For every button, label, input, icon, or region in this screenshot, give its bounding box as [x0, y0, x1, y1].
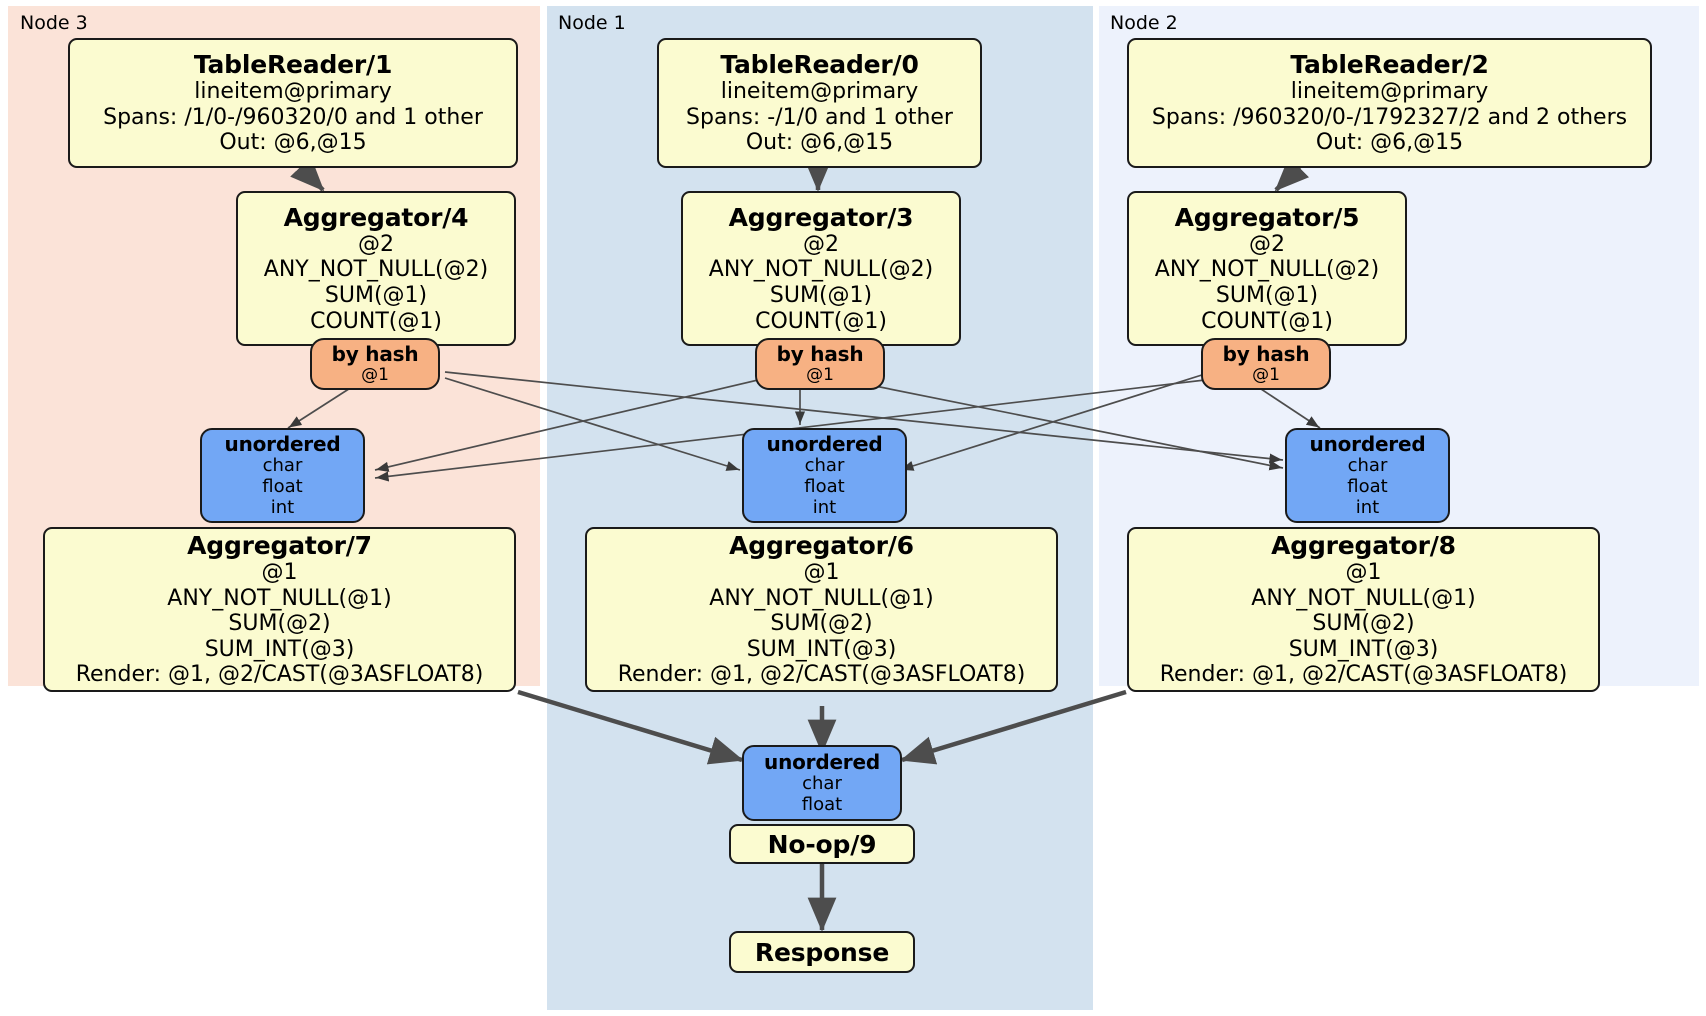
processor-detail-line: SUM_INT(@3)	[1288, 636, 1439, 662]
processor-detail-line: SUM(@1)	[324, 283, 428, 308]
processor-aggregator-4[interactable]: Aggregator/4 @2 ANY_NOT_NULL(@2) SUM(@1)…	[236, 191, 516, 346]
synchronizer-type: float	[804, 475, 845, 497]
synchronizer-type: float	[262, 475, 303, 497]
processor-detail-line: Spans: -/1/0 and 1 other	[686, 104, 953, 130]
processor-detail-line: @1	[803, 560, 840, 586]
synchronizer-type: int	[270, 496, 295, 518]
router-detail-line: @1	[361, 364, 389, 385]
synchronizer-unordered-final[interactable]: unordered char float	[742, 745, 902, 821]
node-region-label-node2: Node 2	[1110, 12, 1178, 34]
processor-detail-line: COUNT(@1)	[755, 308, 887, 334]
processor-aggregator-6[interactable]: Aggregator/6 @1 ANY_NOT_NULL(@1) SUM(@2)…	[585, 527, 1058, 692]
processor-render-line: Render: @1, @2/CAST(@3ASFLOAT8)	[617, 662, 1026, 688]
processor-detail-line: @1	[1345, 560, 1382, 586]
processor-aggregator-8[interactable]: Aggregator/8 @1 ANY_NOT_NULL(@1) SUM(@2)…	[1127, 527, 1600, 692]
processor-detail-line: COUNT(@1)	[310, 308, 442, 334]
synchronizer-type: char	[804, 454, 845, 476]
synchronizer-type: char	[262, 454, 303, 476]
processor-detail-line: ANY_NOT_NULL(@2)	[708, 257, 934, 283]
processor-detail-line: ANY_NOT_NULL(@1)	[1251, 585, 1476, 611]
processor-title: Aggregator/7	[187, 531, 372, 561]
processor-noop-9[interactable]: No-op/9	[729, 824, 915, 864]
processor-aggregator-7[interactable]: Aggregator/7 @1 ANY_NOT_NULL(@1) SUM(@2)…	[43, 527, 516, 692]
processor-tablereader-1[interactable]: TableReader/1 lineitem@primary Spans: /1…	[68, 38, 518, 168]
synchronizer-type: int	[1355, 496, 1380, 518]
processor-detail-line: lineitem@primary	[194, 79, 392, 105]
processor-render-line: Render: @1, @2/CAST(@3ASFLOAT8)	[1159, 662, 1568, 688]
router-detail-line: @1	[806, 364, 834, 385]
processor-title: No-op/9	[767, 829, 877, 859]
processor-detail-line: lineitem@primary	[1290, 79, 1489, 105]
processor-title: TableReader/2	[1290, 50, 1489, 80]
synchronizer-unordered-node3[interactable]: unordered char float int	[200, 428, 365, 523]
processor-detail-line: SUM(@2)	[228, 611, 331, 637]
router-title: by hash	[331, 341, 419, 366]
processor-title: Aggregator/4	[283, 202, 469, 232]
synchronizer-title: unordered	[764, 749, 880, 774]
router-title: by hash	[1222, 341, 1310, 366]
response-title: Response	[754, 937, 890, 967]
synchronizer-type: char	[802, 772, 842, 794]
processor-tablereader-0[interactable]: TableReader/0 lineitem@primary Spans: -/…	[657, 38, 982, 168]
router-detail-line: @1	[1252, 364, 1280, 385]
processor-detail-line: ANY_NOT_NULL(@1)	[709, 585, 934, 611]
processor-detail-line: SUM_INT(@3)	[746, 636, 897, 662]
synchronizer-type: int	[812, 496, 837, 518]
processor-aggregator-3[interactable]: Aggregator/3 @2 ANY_NOT_NULL(@2) SUM(@1)…	[681, 191, 961, 346]
node-region-label-node1: Node 1	[558, 12, 626, 34]
processor-detail-line: Spans: /1/0-/960320/0 and 1 other	[103, 104, 483, 130]
node-region-label-node3: Node 3	[20, 12, 88, 34]
processor-title: Aggregator/6	[729, 531, 914, 561]
processor-detail-line: ANY_NOT_NULL(@2)	[263, 257, 489, 283]
processor-detail-line: COUNT(@1)	[1201, 308, 1333, 334]
processor-title: TableReader/1	[193, 50, 393, 80]
synchronizer-type: char	[1347, 454, 1388, 476]
processor-detail-line: ANY_NOT_NULL(@1)	[167, 585, 392, 611]
processor-tablereader-2[interactable]: TableReader/2 lineitem@primary Spans: /9…	[1127, 38, 1652, 168]
synchronizer-type: float	[801, 793, 843, 815]
router-title: by hash	[776, 341, 864, 366]
processor-title: TableReader/0	[720, 50, 919, 80]
response-node[interactable]: Response	[729, 931, 915, 973]
router-by-hash-node1[interactable]: by hash @1	[755, 338, 885, 390]
synchronizer-unordered-node1[interactable]: unordered char float int	[742, 428, 907, 523]
processor-detail-line: @2	[803, 231, 839, 257]
processor-detail-line: ANY_NOT_NULL(@2)	[1154, 257, 1380, 283]
processor-detail-line: SUM(@1)	[769, 283, 873, 308]
processor-detail-line: SUM(@1)	[1215, 283, 1319, 308]
processor-title: Aggregator/3	[728, 202, 914, 232]
processor-detail-line: Out: @6,@15	[745, 130, 894, 156]
processor-detail-line: @2	[1249, 231, 1285, 257]
processor-detail-line: SUM_INT(@3)	[204, 636, 355, 662]
synchronizer-title: unordered	[224, 431, 341, 456]
processor-detail-line: Spans: /960320/0-/1792327/2 and 2 others	[1151, 104, 1628, 130]
router-by-hash-node2[interactable]: by hash @1	[1201, 338, 1331, 390]
processor-title: Aggregator/5	[1174, 202, 1360, 232]
processor-detail-line: @2	[358, 231, 394, 257]
processor-render-line: Render: @1, @2/CAST(@3ASFLOAT8)	[75, 662, 484, 688]
processor-detail-line: Out: @6,@15	[219, 130, 367, 156]
processor-detail-line: SUM(@2)	[1312, 611, 1415, 637]
synchronizer-type: float	[1347, 475, 1388, 497]
synchronizer-title: unordered	[766, 431, 883, 456]
processor-detail-line: @1	[261, 560, 298, 586]
processor-title: Aggregator/8	[1271, 531, 1456, 561]
router-by-hash-node3[interactable]: by hash @1	[310, 338, 440, 390]
synchronizer-title: unordered	[1309, 431, 1426, 456]
processor-detail-line: lineitem@primary	[720, 79, 919, 105]
processor-detail-line: SUM(@2)	[770, 611, 873, 637]
processor-detail-line: Out: @6,@15	[1315, 130, 1464, 156]
processor-aggregator-5[interactable]: Aggregator/5 @2 ANY_NOT_NULL(@2) SUM(@1)…	[1127, 191, 1407, 346]
synchronizer-unordered-node2[interactable]: unordered char float int	[1285, 428, 1450, 523]
